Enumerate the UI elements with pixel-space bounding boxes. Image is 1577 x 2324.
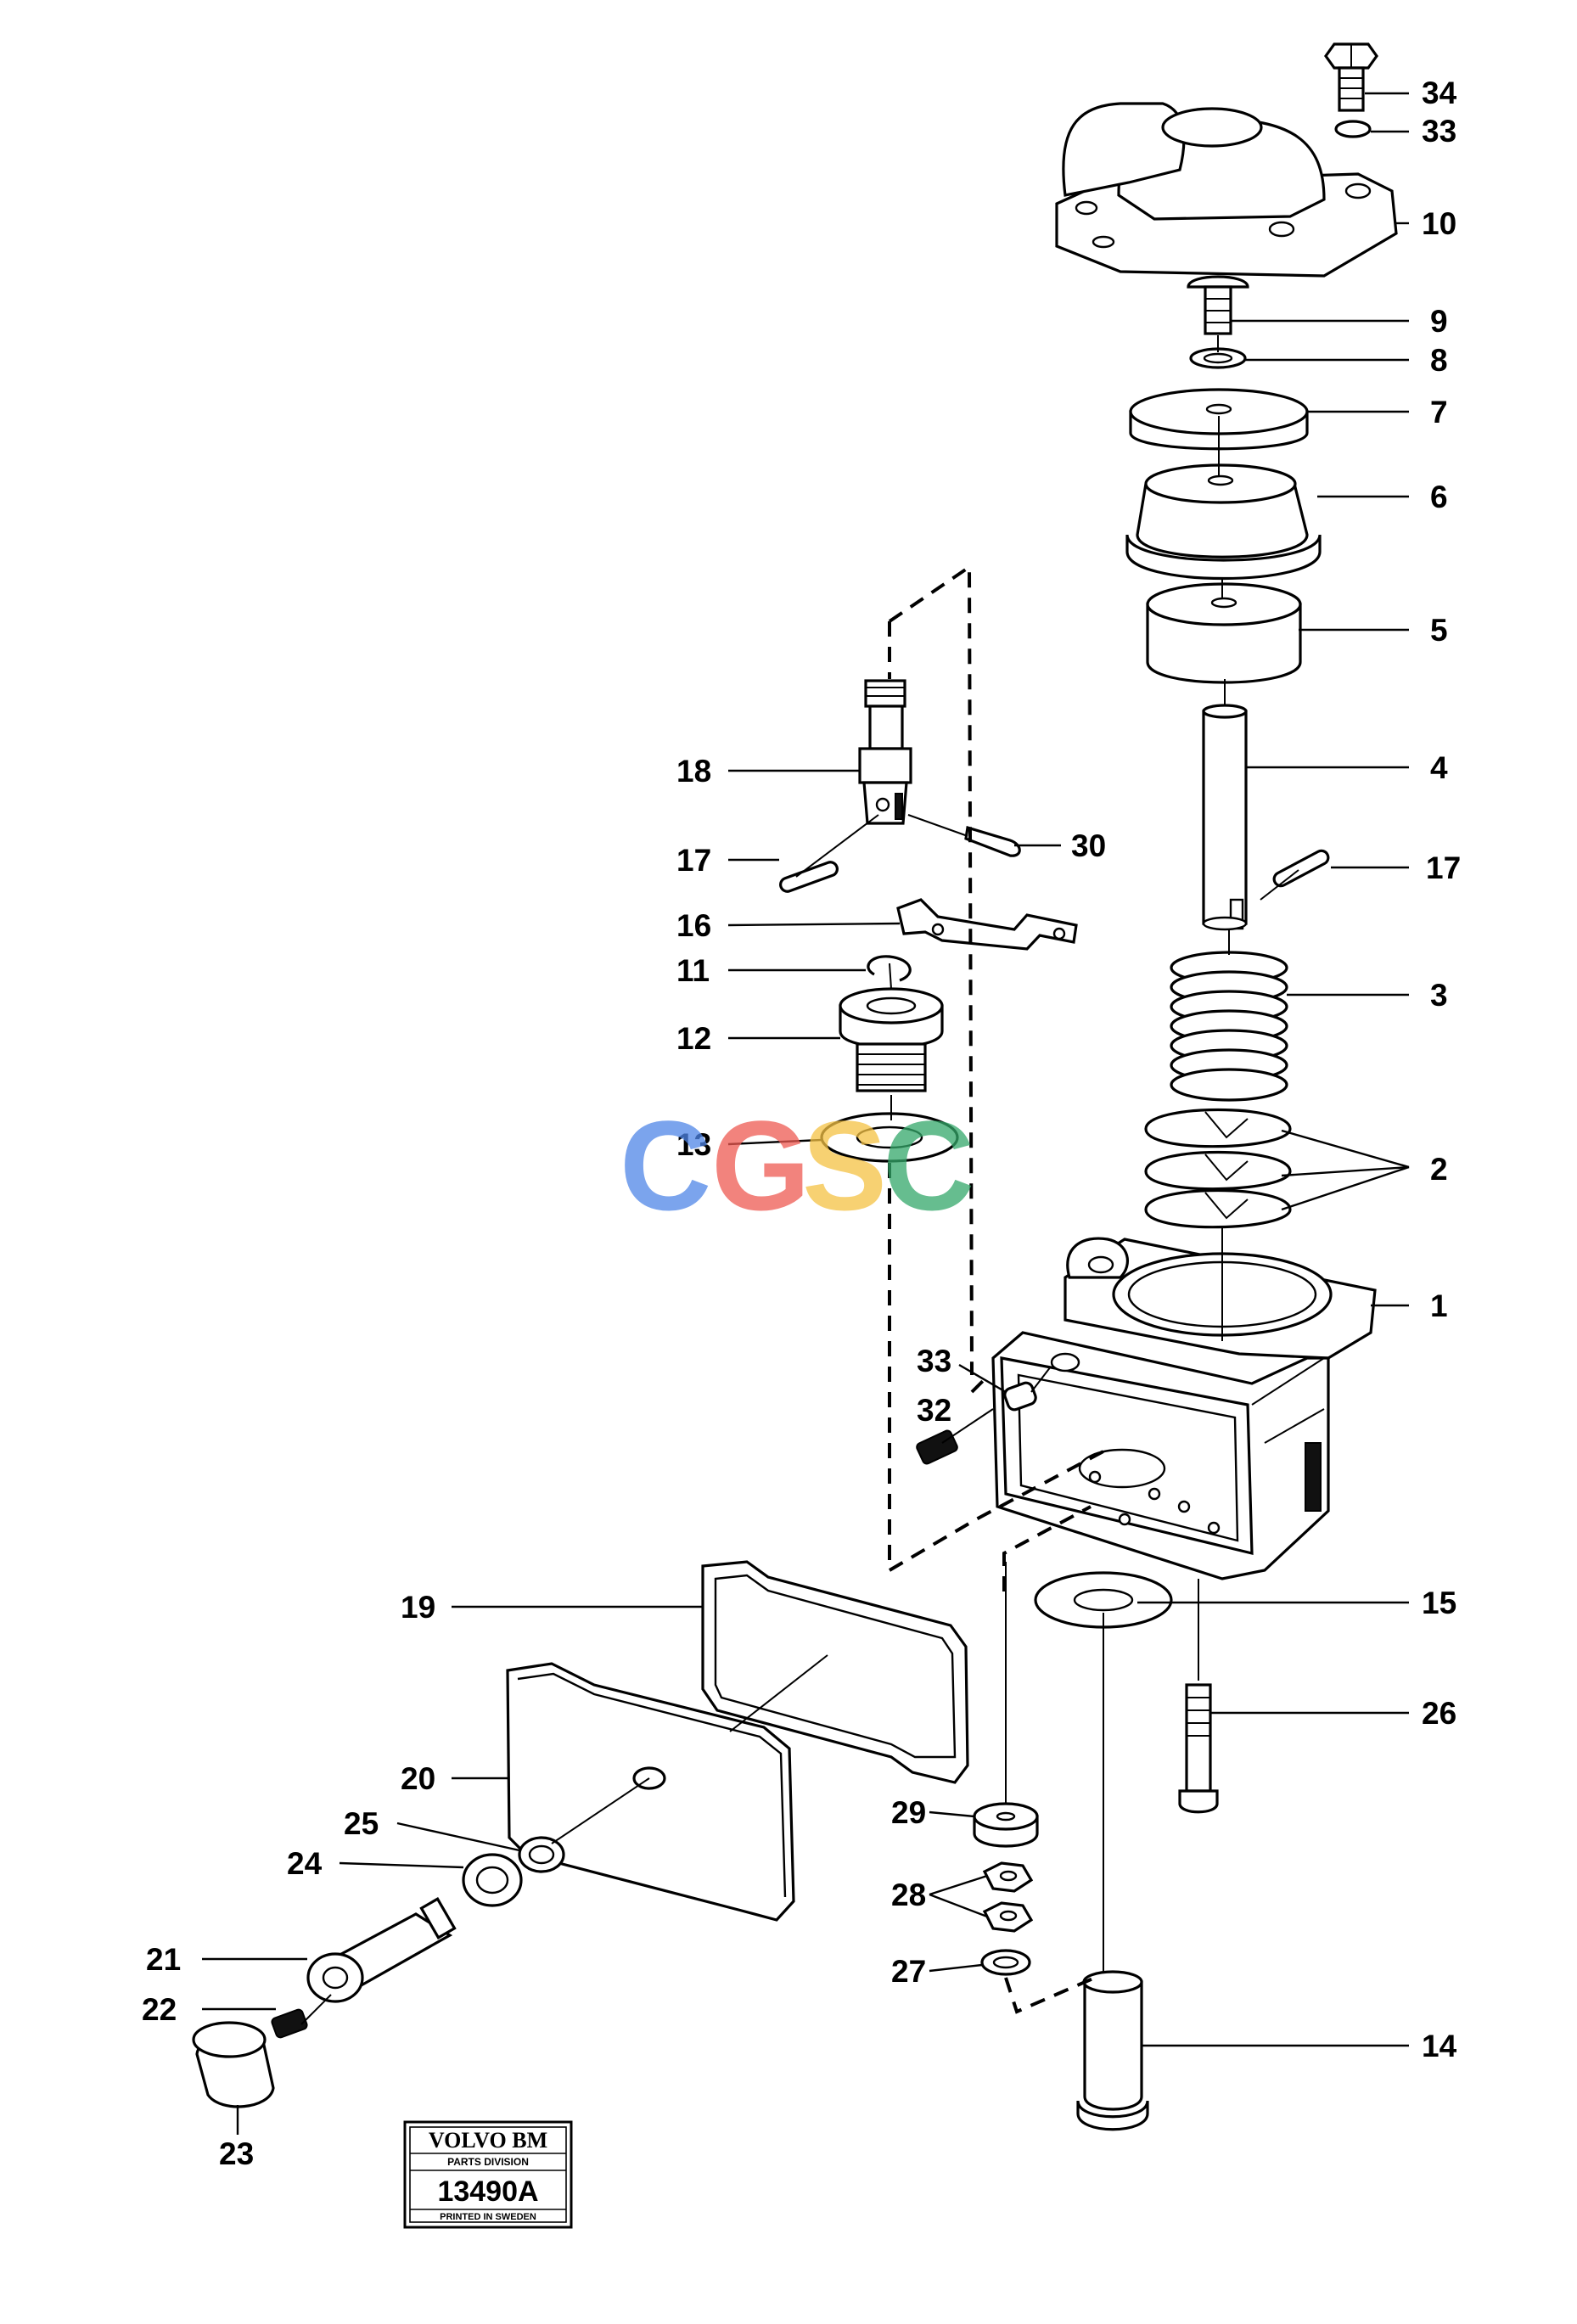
part-25-lock-washer [518, 1836, 565, 1873]
label-33-top: 33 [1422, 114, 1456, 149]
part-34-bolt [1324, 42, 1378, 112]
label-12: 12 [676, 1021, 711, 1056]
part-13-washer [820, 1112, 959, 1163]
part-6-piston [1125, 463, 1322, 581]
part-5-ring [1146, 582, 1302, 684]
part-29-spacer [973, 1802, 1039, 1848]
part-2-shims [1144, 1108, 1292, 1229]
label-7: 7 [1430, 395, 1448, 429]
label-24: 24 [287, 1846, 323, 1881]
label-27: 27 [891, 1954, 926, 1989]
watermark-letter-c2: C [883, 1094, 974, 1237]
part-23-knob [192, 2021, 275, 2108]
label-29: 29 [891, 1795, 926, 1830]
label-34: 34 [1422, 76, 1457, 110]
label-2: 2 [1430, 1152, 1448, 1187]
label-3: 3 [1430, 978, 1448, 1013]
part-9-screw [1187, 275, 1249, 335]
part-21-shaft [306, 1896, 457, 2003]
assembly-dashed-lines [888, 564, 1104, 2014]
part-19-gasket [701, 1560, 969, 1784]
part-27-lock-washer [980, 1949, 1031, 1976]
part-24-bushing [462, 1853, 523, 1907]
part-28-nuts [982, 1861, 1034, 1933]
part-3-spring [1170, 951, 1288, 1102]
leader-lines [202, 92, 1410, 2135]
label-6: 6 [1430, 480, 1448, 514]
watermark-letter-c1: C [620, 1094, 711, 1237]
part-16-lever [896, 898, 1078, 951]
label-1: 1 [1430, 1288, 1448, 1323]
part-10-cover [1055, 102, 1398, 278]
label-8: 8 [1430, 343, 1448, 378]
label-30: 30 [1071, 828, 1106, 863]
label-17-left: 17 [676, 843, 711, 878]
part-17-pin-right [1272, 849, 1330, 888]
label-15: 15 [1422, 1586, 1456, 1620]
stamp-brand: VOLVO BM [429, 2128, 547, 2153]
part-17-pin-left [779, 861, 839, 893]
label-17-right: 17 [1426, 850, 1461, 885]
label-28: 28 [891, 1878, 926, 1912]
label-5: 5 [1430, 613, 1448, 648]
label-20: 20 [401, 1761, 435, 1796]
part-15-gasket [1034, 1571, 1173, 1629]
label-11: 11 [676, 953, 710, 988]
label-25: 25 [344, 1806, 379, 1841]
label-22: 22 [142, 1992, 177, 2027]
label-23: 23 [219, 2136, 254, 2171]
stamp-division: PARTS DIVISION [447, 2156, 529, 2168]
part-1-housing [991, 1237, 1377, 1580]
label-32: 32 [917, 1393, 951, 1428]
part-14-sleeve [1076, 1970, 1149, 2131]
center-axes [300, 335, 1299, 2025]
label-14: 14 [1422, 2029, 1457, 2063]
label-10: 10 [1422, 206, 1456, 241]
label-19: 19 [401, 1590, 435, 1625]
part-32-setscrew [916, 1429, 958, 1465]
label-26: 26 [1422, 1696, 1456, 1731]
part-labels: 34 33 10 9 8 7 6 5 4 17 3 2 1 18 17 30 1… [142, 76, 1461, 2171]
stamp-printed: PRINTED IN SWEDEN [440, 2212, 536, 2222]
watermark-letter-s: S [802, 1094, 887, 1237]
part-18-fitting [858, 679, 912, 825]
label-13: 13 [676, 1127, 711, 1162]
watermark-logo: C G S C [620, 1094, 974, 1237]
part-22-setscrew [271, 2008, 308, 2039]
watermark-letter-g: G [711, 1094, 811, 1237]
part-33-plug-small [1003, 1381, 1037, 1412]
label-21: 21 [146, 1942, 181, 1977]
part-26-bolt [1178, 1683, 1219, 1814]
label-9: 9 [1430, 304, 1448, 339]
label-4: 4 [1430, 750, 1448, 785]
stamp-code: 13490A [437, 2175, 538, 2208]
part-30-split-pin [964, 825, 1021, 857]
volvo-bm-stamp: VOLVO BM PARTS DIVISION 13490A PRINTED I… [403, 2120, 573, 2229]
part-4-rod [1202, 704, 1248, 931]
label-16: 16 [676, 908, 711, 943]
label-18: 18 [676, 754, 711, 789]
label-33-mid: 33 [917, 1344, 951, 1378]
part-33-washer-top [1334, 120, 1372, 138]
part-12-plug [839, 987, 944, 1092]
part-20-plate [506, 1662, 795, 1922]
